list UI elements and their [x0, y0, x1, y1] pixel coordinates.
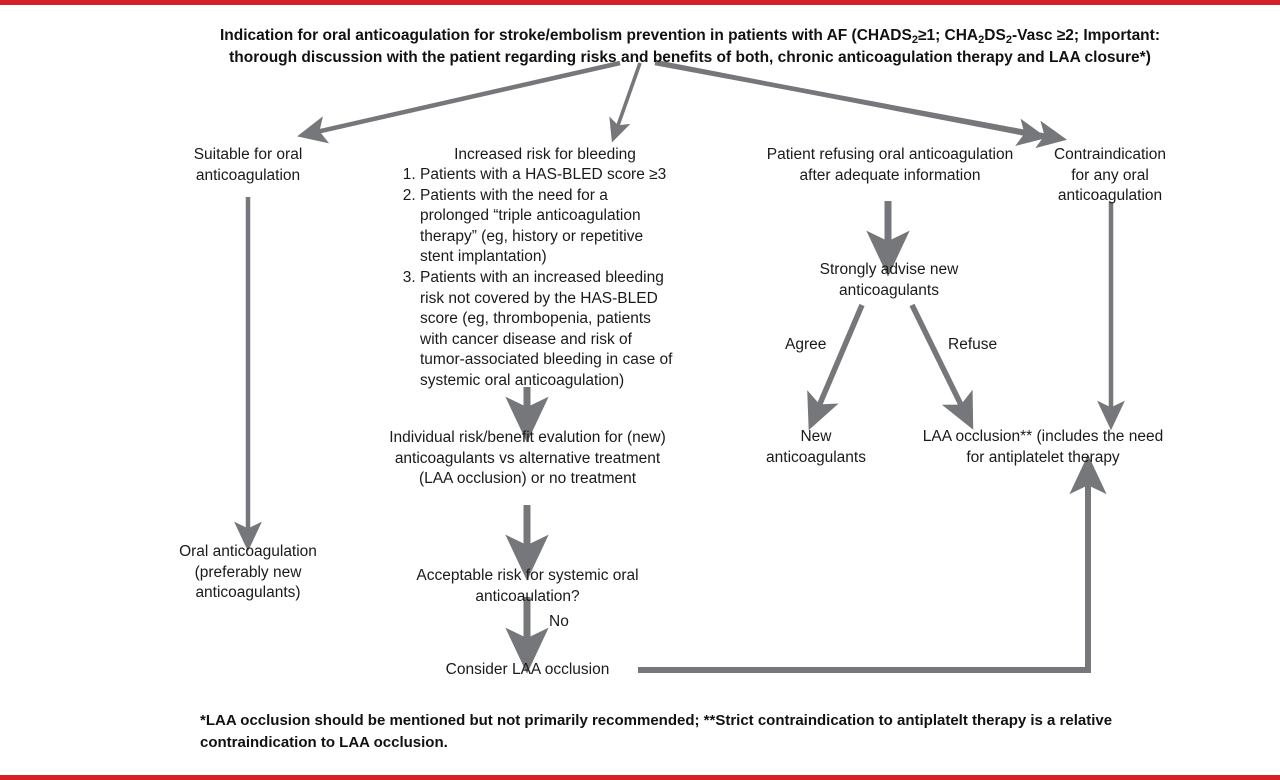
arrow-title-to-increased-risk: [609, 62, 642, 143]
arrow-title-to-patient-refusing: [659, 60, 1048, 146]
arrow-strongly-advise-to-new-anticoagulants: [807, 303, 865, 431]
increased-risk-list: Patients with a HAS-BLED score ≥3 Patien…: [398, 165, 674, 392]
list-item: Patients with an increased bleeding risk…: [420, 268, 674, 392]
figure-title-part3: DS: [984, 27, 1006, 44]
cha2ds2-subscript-b: 2: [1005, 34, 1012, 47]
arrow-consider-laa-to-laa-occlusion: [638, 454, 1107, 673]
list-item: Patients with a HAS-BLED score ≥3: [420, 165, 674, 186]
figure-title-part4: -Vasc ≥2; Important:: [1011, 27, 1160, 44]
cha2ds2-subscript-a: 2: [978, 34, 985, 47]
node-increased-risk-heading: Increased risk for bleeding: [454, 146, 636, 163]
increased-risk-ordered-list: Patients with a HAS-BLED score ≥3 Patien…: [398, 165, 674, 392]
arrow-title-to-contraindication: [654, 60, 1068, 149]
node-laa-occlusion: LAA occlusion** (includes the need for a…: [922, 428, 1164, 466]
chads-subscript: 2: [911, 34, 918, 47]
figure-title-part1: Indication for oral anticoagulation for …: [220, 27, 912, 44]
node-new-anticoagulants: New anticoagulants: [766, 428, 866, 466]
node-contraindication-for-any-oral-anticoagulation: Contraindication for any oral anticoagul…: [1053, 146, 1166, 205]
node-suitable-for-oral-anticoagulation: Suitable for oral anticoagulation: [193, 146, 303, 184]
node-consider-laa-occlusion: Consider LAA occlusion: [445, 661, 610, 678]
edge-label-no: No: [549, 613, 569, 630]
node-oral-anticoagulation-result: Oral anticoagulation (preferably new ant…: [179, 543, 317, 602]
node-acceptable-risk-question: Acceptable risk for systemic oral antico…: [416, 567, 639, 605]
edge-label-agree: Agree: [785, 336, 827, 353]
figure-title: Indication for oral anticoagulation for …: [200, 25, 1180, 70]
arrow-strongly-advise-to-laa-occlusion: [909, 303, 974, 430]
figure-title-line2: thorough discussion with the patient reg…: [229, 49, 1151, 67]
node-strongly-advise-new-anticoagulants: Strongly advise new anticoagulants: [819, 261, 959, 299]
figure-title-part2: ≥1; CHA: [917, 27, 979, 44]
node-individual-risk-benefit-evaluation: Individual risk/benefit evalution for (n…: [389, 429, 666, 488]
node-patient-refusing-oral-anticoagulation: Patient refusing oral anticoagulation af…: [766, 146, 1014, 184]
list-item: Patients with the need for a prolonged “…: [420, 186, 674, 268]
edge-label-refuse: Refuse: [948, 336, 998, 353]
figure-footnote: *LAA occlusion should be mentioned but n…: [200, 712, 1113, 751]
arrow-title-to-suitable: [297, 60, 621, 144]
